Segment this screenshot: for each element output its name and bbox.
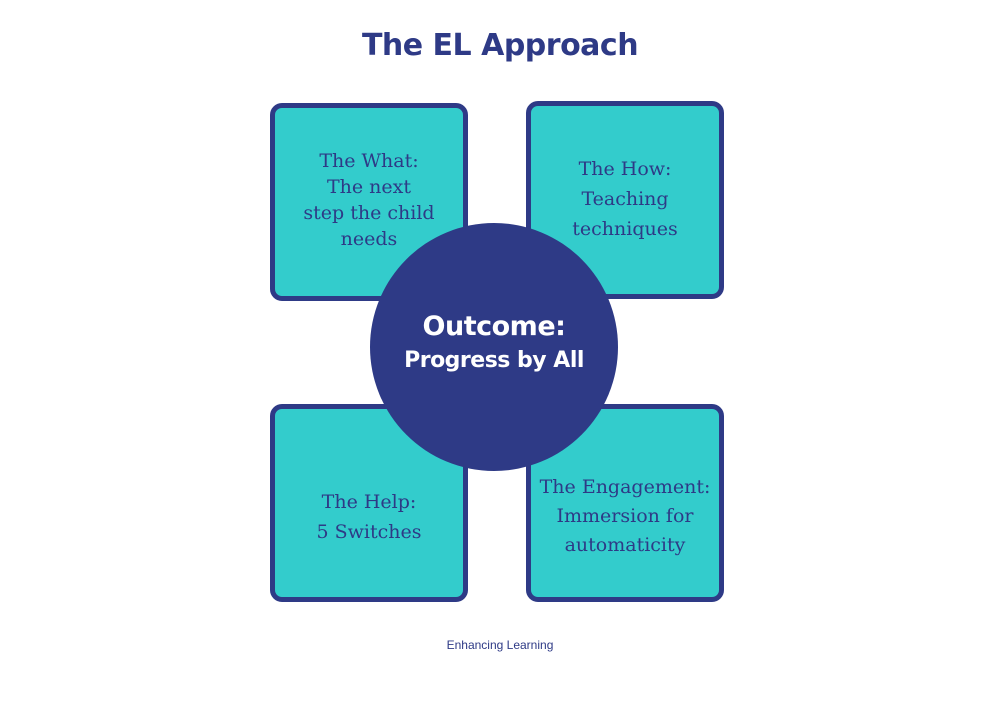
box-the-how-line: The How: [578,158,672,180]
box-the-help-text: The Help: 5 Switches [275,487,463,547]
outcome-circle: Outcome: Progress by All [370,223,618,471]
box-the-what-line: step the child [303,202,435,224]
box-the-how-line: techniques [572,218,678,240]
box-the-engagement-text: The Engagement: Immersion for automatici… [531,473,719,560]
box-the-what: The What: The next step the child needs [270,103,468,301]
box-the-what-line: The next [326,176,412,198]
box-the-help-line: 5 Switches [316,521,422,543]
box-the-what-text: The What: The next step the child needs [275,148,463,252]
footer-caption: Enhancing Learning [446,638,554,652]
box-the-engagement-line: The Engagement: [539,476,711,498]
page-title: The EL Approach [361,28,639,63]
box-the-help-line: The Help: [321,491,417,513]
outcome-text: Progress by All [404,348,584,373]
box-the-engagement-line: Immersion for [556,505,694,527]
box-the-engagement-line: automaticity [564,534,686,556]
box-the-how-text: The How: Teaching techniques [531,154,719,244]
box-the-help: The Help: 5 Switches [270,404,468,602]
outcome-heading: Outcome: [422,311,566,342]
box-the-what-line: The What: [319,150,419,172]
box-the-what-line: needs [340,228,398,250]
box-the-how-line: Teaching [581,188,669,210]
